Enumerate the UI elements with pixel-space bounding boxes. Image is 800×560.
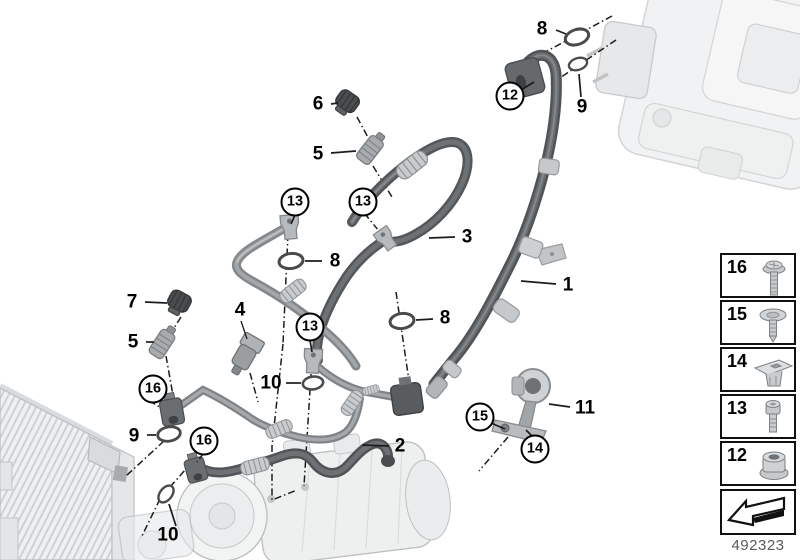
legend-item-13[interactable]: 13 [720,394,796,439]
line1-clips [442,157,567,379]
compressor-faded [176,433,451,560]
upper-branch-pipe [231,223,361,371]
legend-item-15[interactable]: 15 [720,300,796,345]
flange-nut-icon [759,451,789,480]
callout-1[interactable]: 1 [562,274,574,296]
legend-number: 14 [727,351,748,371]
callout-9[interactable]: 9 [576,96,588,118]
callout-11[interactable]: 11 [574,397,596,419]
callout-2[interactable]: 2 [394,435,406,457]
line2-block-fitting [390,375,448,416]
drawing-number: 492323 [731,537,785,554]
circled-callout-13[interactable]: 13 [348,187,378,217]
cage-nut-icon [753,359,793,387]
callout-8[interactable]: 8 [439,307,451,329]
condenser-fitting-16b [181,450,210,485]
legend-number: 13 [727,398,748,418]
callout-8[interactable]: 8 [536,18,548,40]
callout-7[interactable]: 7 [126,291,138,313]
callout-5[interactable]: 5 [312,143,324,165]
holder-bracket [491,368,551,444]
callout-9[interactable]: 9 [128,425,140,447]
legend-number: 15 [727,304,748,324]
refrigerant-line-1 [428,49,562,390]
circled-callout-13[interactable]: 13 [280,187,310,217]
callout-10[interactable]: 10 [157,524,179,546]
pipe-clamp-13a [279,213,301,241]
legend-number: 16 [727,257,748,277]
service-cap-7 [162,287,195,320]
legend-number: 12 [727,445,748,465]
washer-screw-icon [759,308,787,343]
refrigerant-line-2 [194,438,395,478]
callout-10[interactable]: 10 [260,372,282,394]
circled-callout-15[interactable]: 15 [465,402,495,432]
circled-callout-16[interactable]: 16 [189,426,219,456]
callout-4[interactable]: 4 [234,299,246,321]
hardware-legend: 16 15 14 [720,253,796,535]
socket-bolt-icon [765,400,781,433]
callout-6[interactable]: 6 [312,93,324,115]
callout-8[interactable]: 8 [329,250,341,272]
direction-arrow-icon [726,496,786,527]
circled-callout-12[interactable]: 12 [495,81,525,111]
hvac-unit-faded [586,0,800,190]
pressure-sensor-4 [231,331,265,376]
circled-callout-13[interactable]: 13 [295,312,325,342]
callout-3[interactable]: 3 [461,226,473,248]
legend-item-12[interactable]: 12 [720,441,796,486]
circled-callout-14[interactable]: 14 [520,434,550,464]
legend-direction-arrow-box [720,489,796,535]
flange-bolt-icon [762,260,786,296]
legend-item-16[interactable]: 16 [720,253,796,298]
callout-5[interactable]: 5 [127,331,139,353]
circled-callout-16[interactable]: 16 [138,374,168,404]
legend-item-14[interactable]: 14 [720,347,796,392]
service-valve-5a [354,128,390,167]
